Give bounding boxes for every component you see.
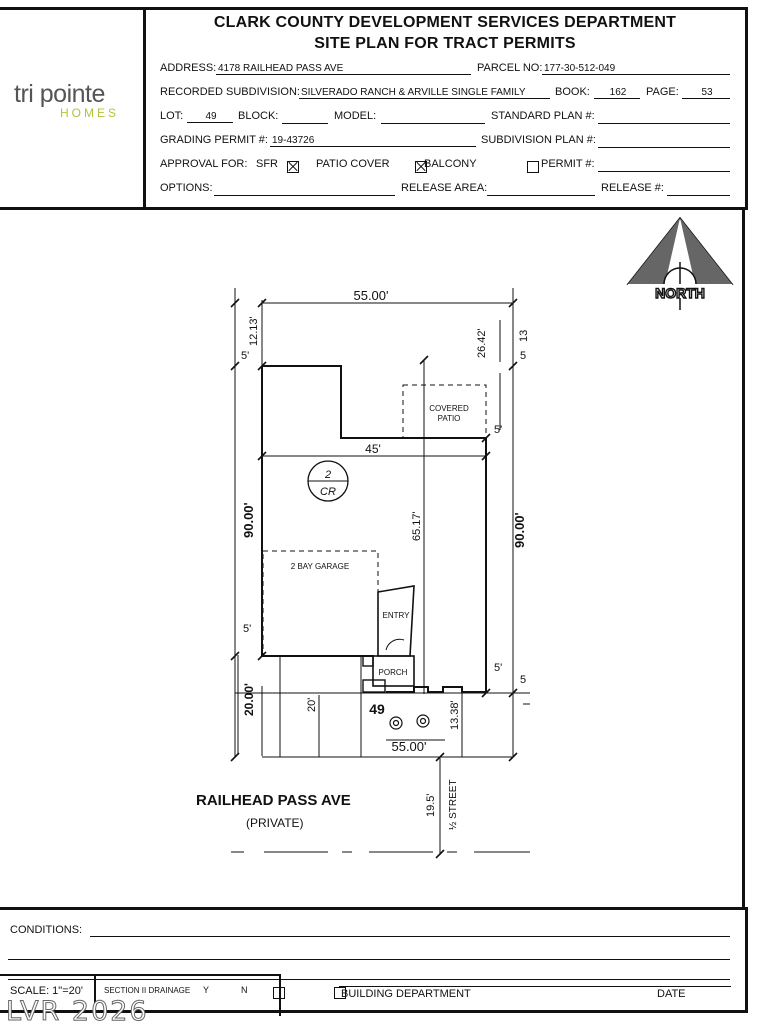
book-field[interactable]: 162	[594, 86, 640, 99]
lot-field[interactable]: 49	[187, 110, 233, 123]
dim-house-depth: 65.17'	[411, 511, 423, 541]
conditions-label: CONDITIONS:	[10, 924, 83, 936]
release-label: RELEASE #:	[601, 182, 664, 194]
patio-cover-label: PATIO COVER	[316, 158, 390, 170]
street-name: RAILHEAD PASS AVE	[196, 792, 351, 809]
balcony-label: BALCONY	[424, 158, 477, 170]
grading-label: GRADING PERMIT #:	[160, 134, 268, 146]
dim-five-right-front-partial: 5	[520, 674, 526, 686]
dim-five-left-top: 5'	[241, 350, 249, 362]
drainage-box	[94, 974, 281, 1016]
dim-five-patio: 5'	[494, 424, 502, 436]
book-label: BOOK:	[555, 86, 590, 98]
porch-label: PORCH	[379, 668, 408, 677]
garage-label: 2 BAY GARAGE	[291, 562, 349, 571]
model-field[interactable]	[381, 110, 485, 124]
block-label: BLOCK:	[238, 110, 279, 122]
dim-street-half: 19.5'	[425, 793, 437, 817]
header-title: CLARK COUNTY DEVELOPMENT SERVICES DEPART…	[213, 14, 677, 31]
release-area-field[interactable]	[487, 182, 595, 196]
drainage-y-checkbox[interactable]	[273, 987, 286, 999]
signature-line	[339, 986, 731, 987]
balcony-checkbox[interactable]	[526, 161, 539, 173]
options-label: OPTIONS:	[160, 182, 213, 194]
options-field[interactable]	[214, 182, 395, 196]
header-divider	[143, 7, 146, 210]
lot-number: 49	[369, 701, 385, 717]
page-field[interactable]: 53	[682, 86, 730, 99]
parcel-field[interactable]: 177-30-512-049	[542, 62, 730, 75]
grading-field[interactable]: 19-43726	[270, 134, 476, 147]
plan-code: CR	[320, 486, 336, 498]
dim-driveway: 20'	[306, 698, 318, 712]
address-field[interactable]: 4178 RAILHEAD PASS AVE	[216, 62, 471, 75]
drainage-y-label: Y	[203, 985, 210, 995]
tree-icon	[389, 714, 430, 730]
subdivision-field[interactable]: SILVERADO RANCH & ARVILLE SINGLE FAMILY	[299, 86, 550, 99]
date-label: DATE	[657, 988, 686, 1000]
page-label: PAGE:	[646, 86, 679, 98]
street-private: (PRIVATE)	[246, 816, 304, 830]
subdivision-plan-field[interactable]	[598, 134, 730, 148]
plan-number: 2	[324, 469, 331, 481]
model-label: MODEL:	[334, 110, 377, 122]
conditions-line-1[interactable]	[90, 923, 730, 937]
building-department-label: BUILDING DEPARTMENT	[341, 988, 471, 1000]
header-frame	[0, 7, 748, 210]
address-label: ADDRESS:	[160, 62, 217, 74]
tri-pointe-logo-sub: HOMES	[60, 106, 120, 120]
dim-house-width: 45'	[365, 442, 381, 456]
dim-five-right-top: 5	[520, 350, 526, 362]
dim-front-setback: 20.00'	[242, 683, 256, 716]
subdivision-label: RECORDED SUBDIVISION:	[160, 86, 300, 98]
dim-width-bottom: 55.00'	[391, 739, 426, 754]
permit-field[interactable]	[598, 158, 730, 172]
release-field[interactable]	[667, 182, 730, 196]
entry-label: ENTRY	[383, 611, 411, 620]
north-label: NORTH	[655, 285, 705, 301]
parcel-label: PARCEL NO:	[477, 62, 543, 74]
street-half-label: ½ STREET	[448, 779, 459, 830]
header-subtitle: SITE PLAN FOR TRACT PERMITS	[314, 35, 576, 52]
standard-plan-label: STANDARD PLAN #:	[491, 110, 595, 122]
permit-label: PERMIT #:	[541, 158, 595, 170]
dim-depth-left: 90.00'	[241, 502, 256, 538]
dim-rear-right-partial: 13	[518, 330, 530, 342]
drainage-label: SECTION II DRAINAGE	[104, 986, 191, 995]
dim-five-right-front: 5'	[494, 662, 502, 674]
dim-rear-right: 26.42'	[476, 328, 488, 358]
covered-patio-2: PATIO	[438, 414, 461, 423]
scale-box	[0, 974, 96, 1016]
dim-front-right: 13.38'	[449, 700, 461, 730]
scale-label: SCALE: 1"=20'	[10, 985, 83, 997]
dim-depth-right: 90.00'	[512, 512, 527, 548]
tri-pointe-logo: tri pointe	[14, 80, 105, 108]
site-plan-drawing: NORTH	[230, 216, 734, 859]
conditions-line-3[interactable]	[8, 966, 730, 980]
conditions-line-2[interactable]	[8, 946, 730, 960]
block-field[interactable]	[282, 110, 328, 124]
sfr-label: SFR	[256, 158, 278, 170]
footer-frame	[0, 907, 748, 1013]
dim-five-left-front: 5'	[243, 623, 251, 635]
patio-cover-checkbox[interactable]	[415, 161, 428, 173]
approval-label: APPROVAL FOR:	[160, 158, 248, 170]
drainage-n-label: N	[241, 985, 248, 995]
watermark-text: LVR 2026	[6, 996, 149, 1028]
dim-width-top: 55.00'	[353, 288, 388, 303]
subdivision-plan-label: SUBDIVISION PLAN #:	[481, 134, 596, 146]
standard-plan-field[interactable]	[598, 110, 730, 124]
dim-rear-setback: 12.13'	[248, 316, 260, 346]
plan-right-border	[742, 207, 745, 910]
drainage-n-checkbox[interactable]	[333, 987, 346, 999]
release-area-label: RELEASE AREA:	[401, 182, 488, 194]
north-arrow-icon	[626, 216, 734, 310]
sfr-checkbox[interactable]	[287, 161, 299, 173]
lot-label: LOT:	[160, 110, 184, 122]
covered-patio-1: COVERED	[429, 404, 469, 413]
